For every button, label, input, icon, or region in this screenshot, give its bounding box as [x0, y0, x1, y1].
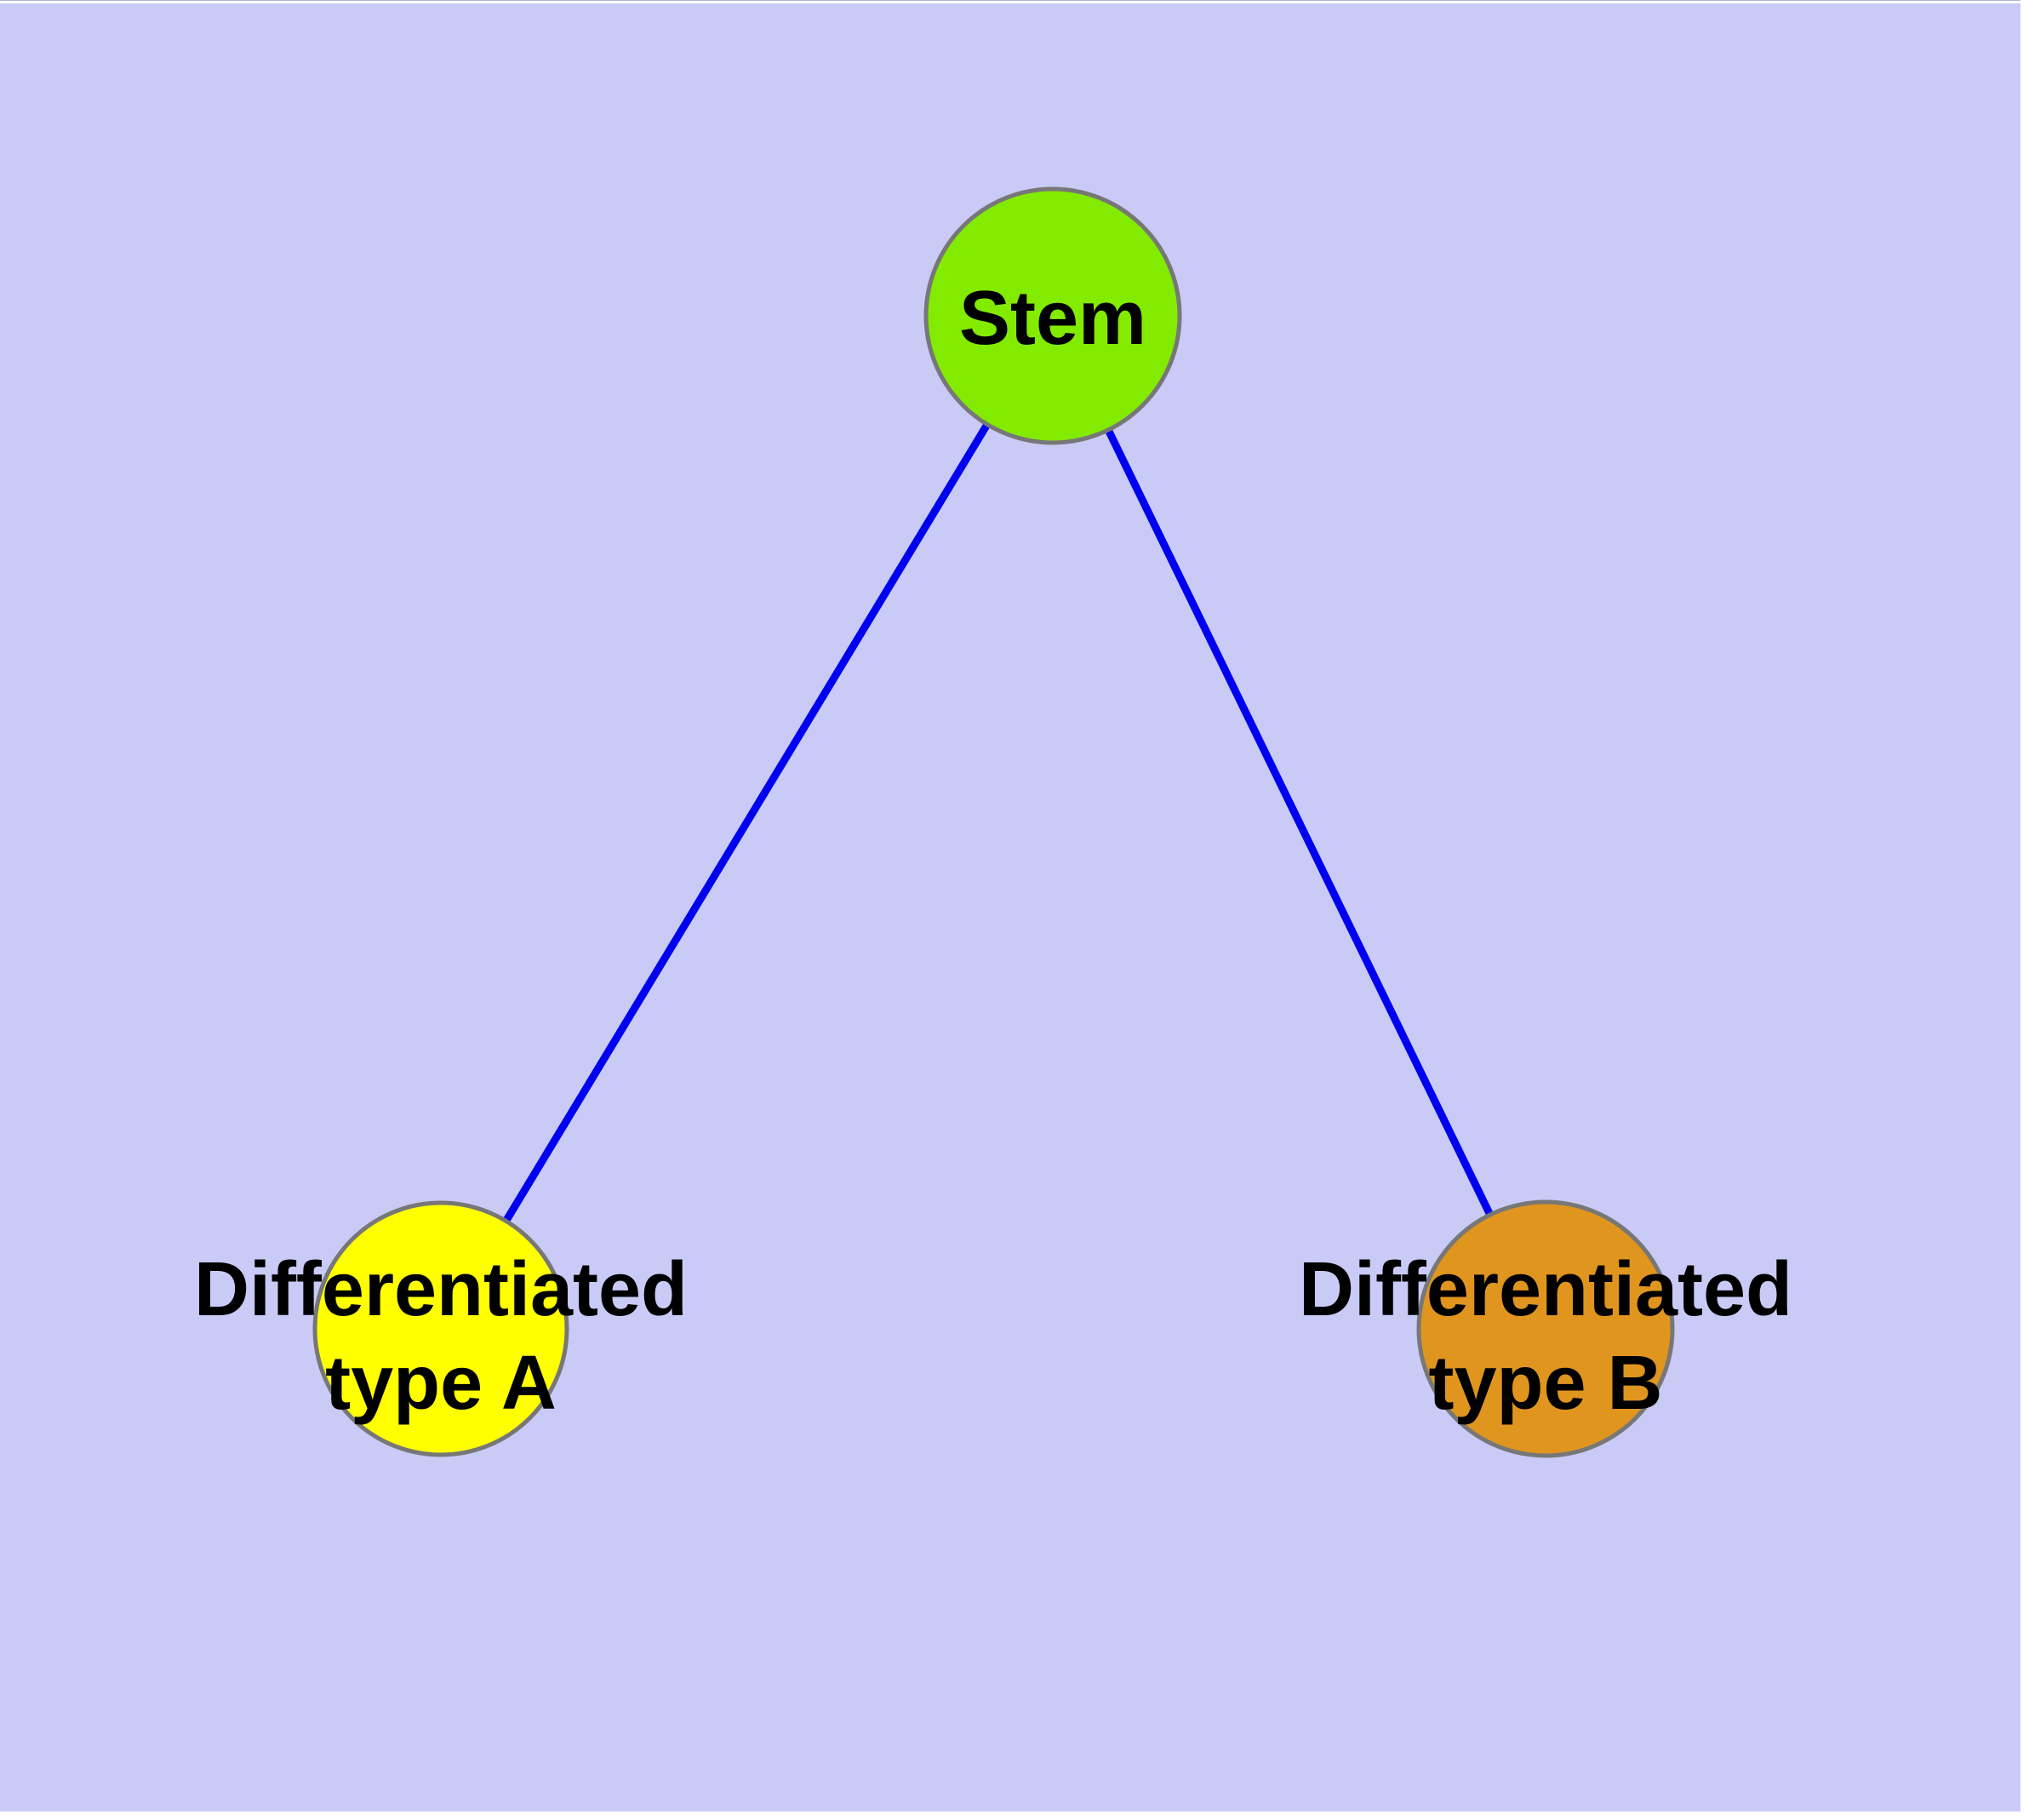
node-type-b-label-line2: type B — [1428, 1341, 1662, 1426]
window-top-edge-line — [0, 0, 2020, 1]
edge-group — [437, 313, 1550, 1331]
node-type-b-circle — [1416, 1199, 1675, 1458]
node-type-b: Differentiated type B — [1299, 1199, 1792, 1458]
node-type-a-label-line1: Differentiated — [194, 1247, 688, 1332]
node-type-b-label-line1: Differentiated — [1299, 1247, 1792, 1332]
node-stem: Stem — [923, 186, 1182, 445]
edge-stem-to-type-b — [1049, 314, 1550, 1331]
node-type-a-label-line2: type A — [325, 1341, 557, 1426]
node-stem-label: Stem — [959, 276, 1146, 361]
edge-stem-to-type-a — [437, 313, 1056, 1331]
node-type-a-circle — [312, 1200, 569, 1457]
node-stem-circle — [923, 186, 1182, 445]
node-type-a: Differentiated type A — [194, 1200, 688, 1457]
